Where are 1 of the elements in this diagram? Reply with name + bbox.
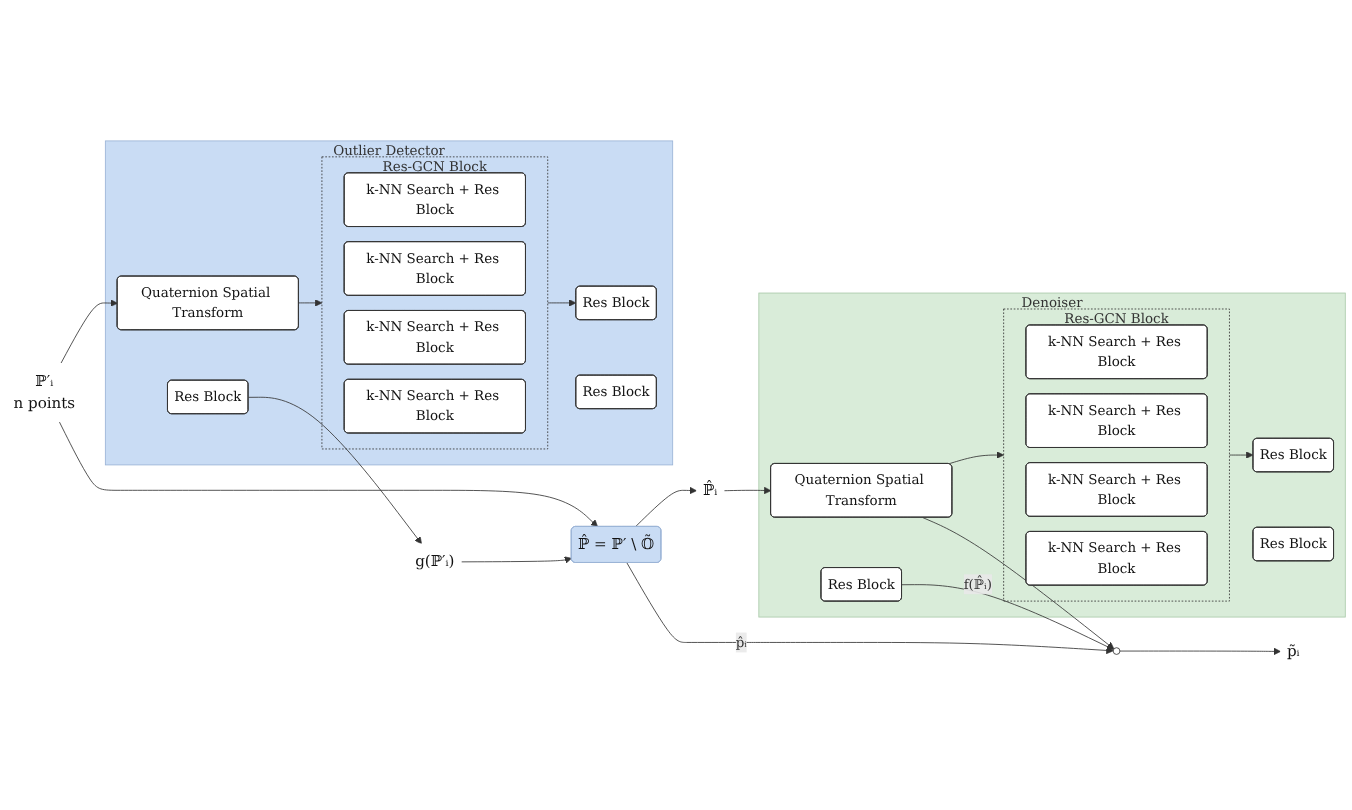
node-circle xyxy=(1112,647,1121,655)
